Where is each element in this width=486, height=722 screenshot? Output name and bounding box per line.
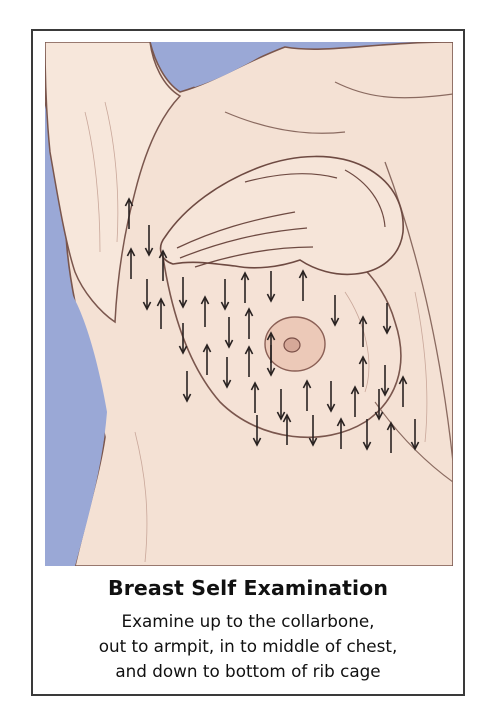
caption-title: Breast Self Examination xyxy=(33,575,463,601)
illustration-svg xyxy=(45,42,453,566)
breast-exam-illustration xyxy=(45,42,453,566)
caption-line-2: out to armpit, in to middle of chest, xyxy=(33,634,463,659)
caption-line-1: Examine up to the collarbone, xyxy=(33,609,463,634)
exam-diagram-card: Breast Self Examination Examine up to th… xyxy=(31,29,465,696)
caption-block: Breast Self Examination Examine up to th… xyxy=(33,575,463,684)
caption-line-3: and down to bottom of rib cage xyxy=(33,659,463,684)
nipple xyxy=(284,338,300,352)
